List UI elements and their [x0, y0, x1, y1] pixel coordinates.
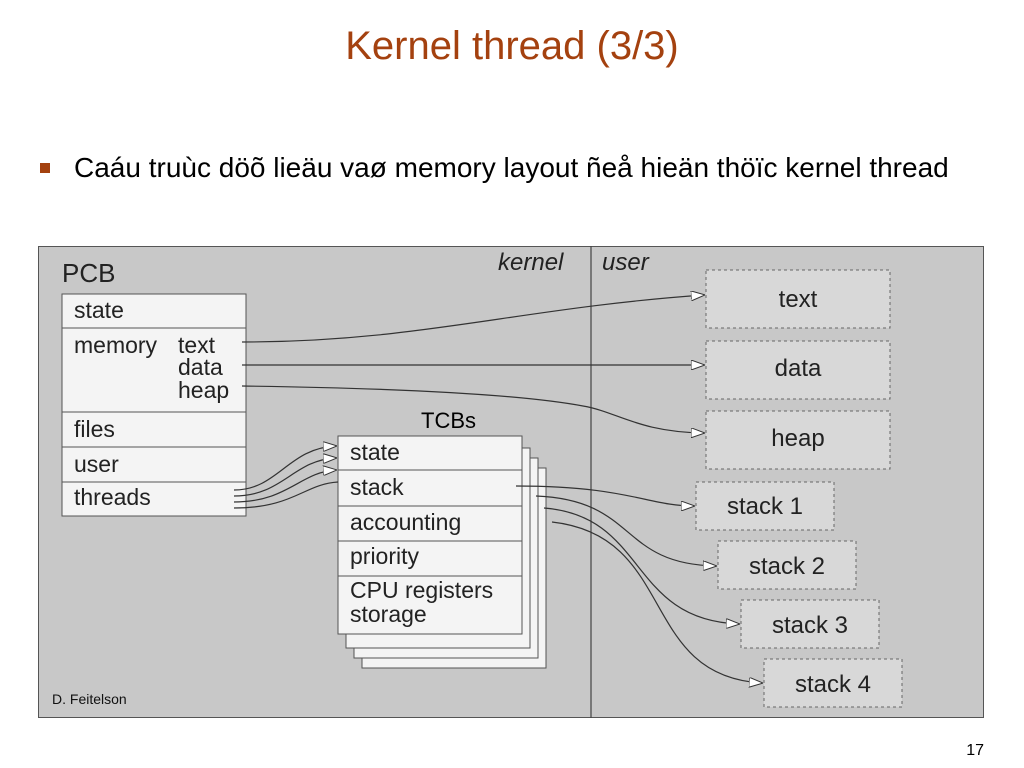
- segment-data-label: data: [775, 355, 822, 382]
- credit-text: D. Feitelson: [52, 691, 127, 707]
- arrow-tcb-stack-to-stack2: [535, 495, 716, 566]
- tcb-field-storage: storage: [350, 601, 427, 627]
- segment-data-box: [705, 340, 891, 400]
- arrow-threads-to-tcb-3: [233, 470, 336, 503]
- bullet-list: Caáu truùc döõ lieäu vaø memory layout ñ…: [40, 146, 980, 190]
- segment-heap-label: heap: [771, 425, 824, 452]
- segment-text-label: text: [779, 286, 818, 313]
- arrow-tcb-stack-to-stack3: [543, 507, 739, 624]
- segment-stack2-label: stack 2: [749, 553, 825, 580]
- segment-text-box: [705, 269, 891, 329]
- tcb-field-accounting: accounting: [350, 509, 461, 535]
- arrow-threads-to-tcb-2: [233, 458, 336, 497]
- tcbs-label: TCBs: [421, 408, 476, 433]
- segment-stack4-box: [763, 658, 903, 708]
- segment-stack1-label: stack 1: [727, 493, 803, 520]
- segment-heap-box: [705, 410, 891, 470]
- tcb-card-front: [337, 435, 523, 635]
- arrow-heap-to-heap-segment: [241, 385, 704, 433]
- arrow-tcb-stack-to-stack4: [551, 521, 762, 683]
- pcb-field-memory: memory: [74, 332, 158, 358]
- pcb-field-heap: heap: [178, 377, 229, 403]
- arrow-threads-to-tcb-4: [233, 481, 339, 509]
- pcb-field-data: data: [178, 354, 223, 380]
- pcb-field-state: state: [74, 297, 124, 323]
- tcb-field-stack: stack: [350, 474, 404, 500]
- tcb-field-state: state: [350, 439, 400, 465]
- segment-stack3-label: stack 3: [772, 612, 848, 639]
- tcb-field-cpu-registers: CPU registers: [350, 577, 493, 603]
- kernel-thread-diagram: kernel user PCB state memory text data h…: [38, 246, 984, 718]
- bullet-square-icon: [40, 163, 50, 173]
- arrow-text-to-text-segment: [241, 295, 704, 343]
- slide-title: Kernel thread (3/3): [345, 24, 679, 68]
- pcb-title: PCB: [62, 258, 115, 288]
- pcb-field-files: files: [74, 416, 115, 442]
- bullet-text: Caáu truùc döõ lieäu vaø memory layout ñ…: [74, 152, 949, 183]
- user-label: user: [602, 249, 650, 276]
- arrow-tcb-stack-to-stack1: [515, 485, 694, 506]
- arrow-threads-to-tcb-1: [233, 446, 336, 491]
- segment-stack1-box: [695, 481, 835, 531]
- pcb-field-threads: threads: [74, 484, 151, 510]
- pcb-box: [61, 293, 247, 517]
- pcb-field-text: text: [178, 332, 216, 358]
- kernel-label: kernel: [498, 249, 564, 276]
- segment-stack3-box: [740, 599, 880, 649]
- slide-number: 17: [966, 742, 984, 759]
- tcb-field-priority: priority: [350, 543, 420, 569]
- segment-stack4-label: stack 4: [795, 671, 871, 698]
- pcb-field-user: user: [74, 451, 119, 477]
- segment-stack2-box: [717, 540, 857, 590]
